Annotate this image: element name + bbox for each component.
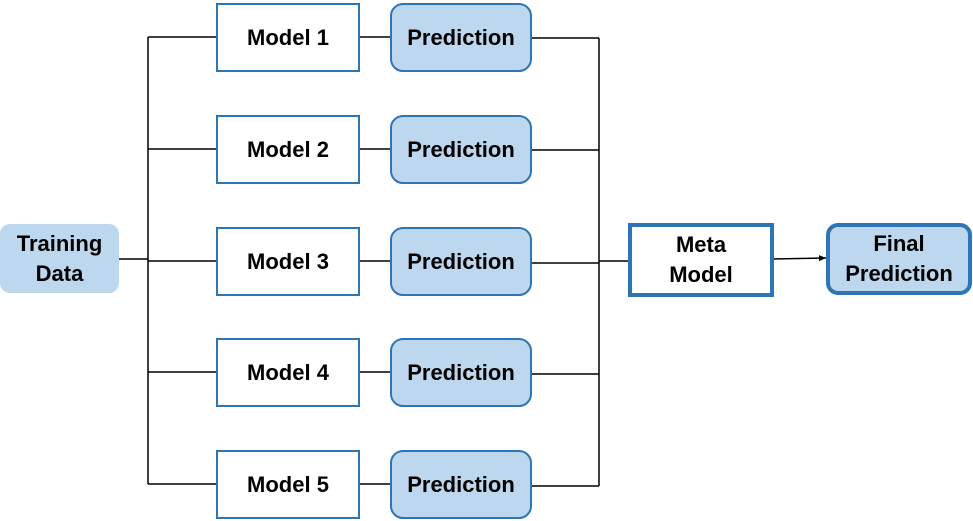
meta-to-final-arrow — [771, 255, 827, 262]
model-3-box: Model 3 — [216, 227, 360, 296]
model-4-box: Model 4 — [216, 338, 360, 407]
model-2-box: Model 2 — [216, 115, 360, 184]
final-prediction-box: Final Prediction — [826, 223, 972, 295]
prediction-3-box: Prediction — [390, 227, 532, 296]
training-data-box: Training Data — [0, 224, 119, 293]
prediction-4-box: Prediction — [390, 338, 532, 407]
model-1-box: Model 1 — [216, 3, 360, 72]
prediction-5-box: Prediction — [390, 450, 532, 519]
model-5-box: Model 5 — [216, 450, 360, 519]
prediction-2-box: Prediction — [390, 115, 532, 184]
meta-model-box: Meta Model — [628, 223, 774, 297]
prediction-1-box: Prediction — [390, 3, 532, 72]
